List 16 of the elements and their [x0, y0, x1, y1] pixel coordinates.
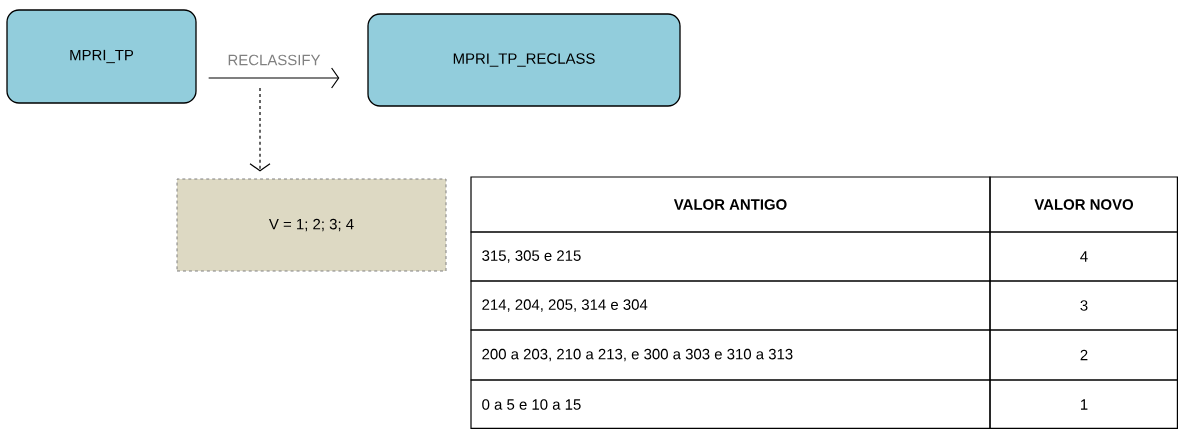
- table-cell: 2: [989, 329, 1178, 381]
- process-box: MPRI_TP_RECLASS: [367, 13, 681, 107]
- process-box: MPRI_TP: [6, 9, 197, 104]
- arrow: [208, 67, 340, 89]
- table-cell: 200 a 203, 210 a 213, e 300 a 303 e 310 a 313: [470, 329, 991, 381]
- table-cell: 0 a 5 e 10 a 15: [470, 379, 991, 429]
- table-cell: 3: [989, 280, 1178, 331]
- header-cell: VALOR ANTIGO: [470, 176, 991, 233]
- table-cell: 315, 305 e 215: [470, 231, 991, 282]
- table-cell: 214, 204, 205, 314 e 304: [470, 280, 991, 331]
- note-box: V = 1; 2; 3; 4: [176, 178, 447, 272]
- header-cell: VALOR NOVO: [989, 176, 1178, 233]
- arrow: [249, 87, 271, 172]
- table-cell: 4: [989, 231, 1178, 282]
- table-cell: 1: [989, 379, 1178, 429]
- edge-label: RECLASSIFY: [226, 53, 322, 67]
